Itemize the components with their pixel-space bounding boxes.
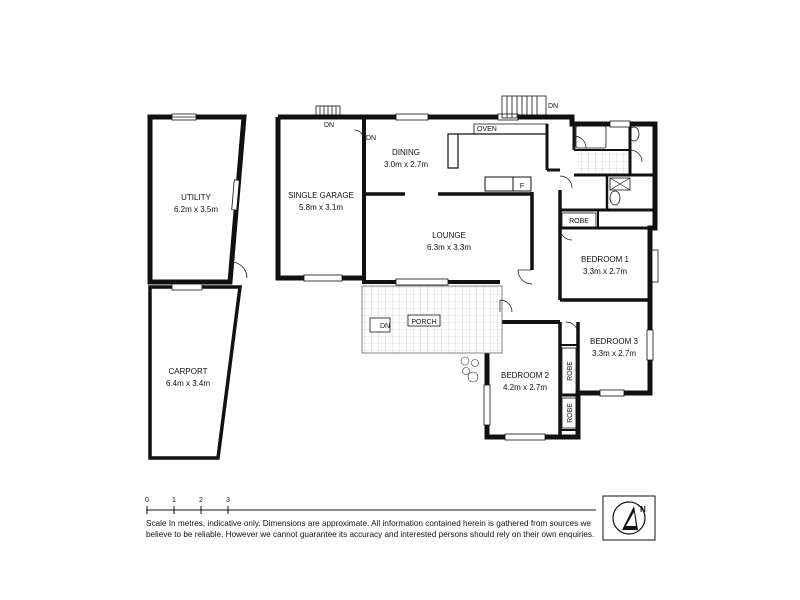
bathtub <box>575 125 607 149</box>
toilet-icon <box>628 126 640 142</box>
bedroom3-dims: 3.3m x 2.7m <box>592 349 636 358</box>
bathroom-tiles <box>576 152 628 173</box>
porch-label: PORCH <box>411 319 436 326</box>
lounge-name: LOUNGE <box>432 231 466 240</box>
house-windows <box>303 113 659 441</box>
dining-dims: 3.0m x 2.7m <box>384 160 428 169</box>
porch-steps <box>369 317 391 333</box>
garage-steps <box>315 105 341 119</box>
carport-name: CARPORT <box>169 367 208 376</box>
rear-steps <box>501 95 547 119</box>
robe-label-bedroom3: ROBE <box>567 361 574 381</box>
disclaimer-line-1: Scale In metres, indicative only. Dimens… <box>146 519 591 528</box>
utility-room <box>147 113 248 285</box>
robe-label-bedroom1: ROBE <box>569 218 589 225</box>
door-swings <box>353 129 643 335</box>
utility-dims: 6.2m x 3.5m <box>174 205 218 214</box>
compass-logo-icon: N <box>602 495 656 541</box>
bedroom2-dims: 4.2m x 2.7m <box>503 383 547 392</box>
carport-area <box>148 283 242 460</box>
svg-text:N: N <box>640 505 646 514</box>
scale-bar: 0 1 2 3 <box>145 497 596 514</box>
robe-label-bedroom2: ROBE <box>567 403 574 423</box>
bedroom1-dims: 3.3m x 2.7m <box>583 267 627 276</box>
dn-garage-label: DN <box>324 122 334 129</box>
toilet-icon-2 <box>609 190 621 206</box>
plant-icon <box>460 356 479 383</box>
disclaimer-line-2: believe to be reliable. However we canno… <box>146 530 595 539</box>
garage-dims: 5.8m x 3.1m <box>299 203 343 212</box>
bedroom3-name: BEDROOM 3 <box>590 337 639 346</box>
dn-porch-label: DN <box>380 323 390 330</box>
robe-bedroom2 <box>561 397 577 429</box>
garage-name: SINGLE GARAGE <box>288 191 354 200</box>
robe-bedroom1 <box>561 212 597 228</box>
utility-name: UTILITY <box>181 193 211 202</box>
fridge-label: F <box>520 183 524 190</box>
oven-label: OVEN <box>477 126 497 133</box>
shower-icon <box>609 177 631 191</box>
scale-tick-0: 0 <box>145 497 149 504</box>
lounge-dims: 6.3m x 3.3m <box>427 243 471 252</box>
disclaimer: Scale In metres, indicative only. Dimens… <box>146 518 596 540</box>
dining-name: DINING <box>392 148 420 157</box>
scale-tick-2: 2 <box>199 497 203 504</box>
robe-bedroom3 <box>561 347 577 395</box>
scale-tick-3: 3 <box>226 497 230 504</box>
bedroom1-name: BEDROOM 1 <box>581 255 630 264</box>
scale-tick-1: 1 <box>172 497 176 504</box>
dn-rear-label: DN <box>548 103 558 110</box>
dn-dining-label: DN <box>366 135 376 142</box>
carport-dims: 6.4m x 3.4m <box>166 379 210 388</box>
bedroom2-name: BEDROOM 2 <box>501 371 550 380</box>
